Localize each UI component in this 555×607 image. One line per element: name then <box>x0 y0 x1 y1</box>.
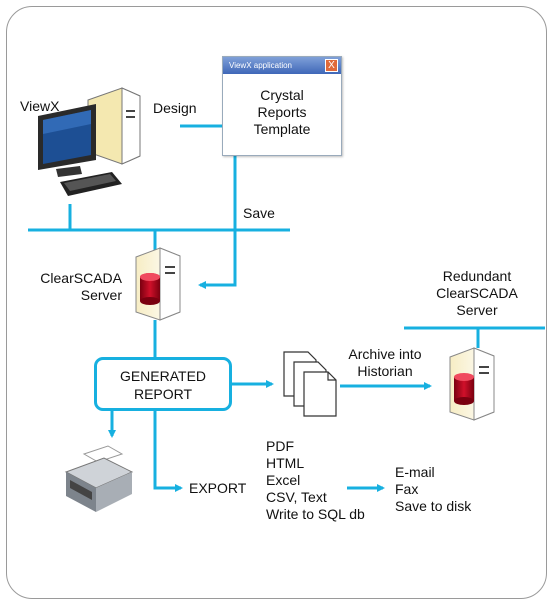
label-line: Server <box>80 287 122 303</box>
redundant-server-label: Redundant ClearSCADA Server <box>422 268 532 319</box>
documents-icon <box>283 351 337 417</box>
label-line: Server <box>456 302 498 318</box>
label-line: REPORT <box>133 386 193 402</box>
window-titlebar: ViewX application X <box>223 57 341 74</box>
label-line: Redundant <box>442 268 512 284</box>
export-formats-list: PDF HTML Excel CSV, Text Write to SQL db <box>266 438 365 523</box>
window-title: ViewX application <box>229 61 293 70</box>
delivery-option-item: Save to disk <box>395 498 472 514</box>
delivery-option-item: E-mail <box>395 464 435 480</box>
export-format-item: PDF <box>266 438 294 454</box>
redundant-server-icon <box>449 347 495 421</box>
save-arrow <box>198 154 237 289</box>
export-format-item: HTML <box>266 455 305 471</box>
export-format-item: CSV, Text <box>266 489 327 505</box>
clearscada-server-label: ClearSCADA Server <box>10 270 122 304</box>
window-body-line: Reports <box>257 104 307 120</box>
export-format-item: Excel <box>266 472 301 488</box>
window-body: Crystal Reports Template <box>223 87 341 138</box>
label-line: GENERATED <box>119 368 207 384</box>
save-label: Save <box>243 205 275 221</box>
viewx-computer-icon <box>38 87 141 196</box>
label-line: ClearSCADA <box>40 270 122 286</box>
label-line: Archive into <box>348 346 422 362</box>
generated-report-box: GENERATED REPORT <box>94 357 232 411</box>
delivery-options-list: E-mail Fax Save to disk <box>395 464 471 515</box>
crystal-reports-template-window: ViewX application X Crystal Reports Temp… <box>222 56 342 156</box>
archive-label: Archive into Historian <box>335 346 435 380</box>
export-label: EXPORT <box>189 480 247 496</box>
export-arrow <box>153 411 183 492</box>
window-body-line: Crystal <box>260 87 304 103</box>
printer-icon <box>64 445 134 512</box>
delivery-option-item: Fax <box>395 481 419 497</box>
label-line: ClearSCADA <box>436 285 518 301</box>
export-format-item: Write to SQL db <box>266 506 365 522</box>
close-icon[interactable]: X <box>325 59 338 72</box>
viewx-label: ViewX <box>20 98 60 114</box>
clearscada-server-icon <box>135 247 181 321</box>
label-line: Historian <box>357 363 413 379</box>
window-body-line: Template <box>253 121 311 137</box>
design-label: Design <box>153 100 197 116</box>
